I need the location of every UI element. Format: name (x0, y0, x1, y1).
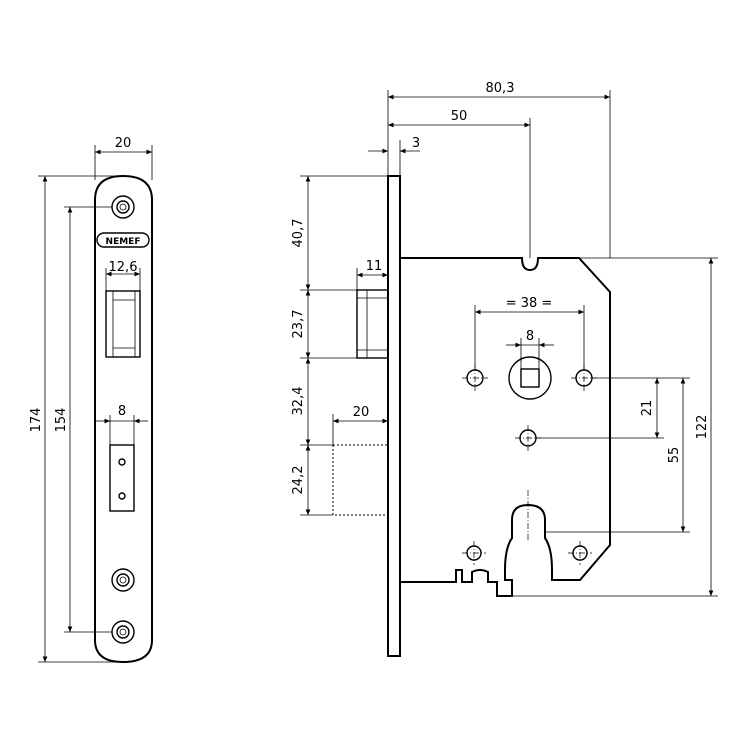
dim-top-to-latch-label: 40,7 (291, 219, 306, 248)
dim-total-height: 174 (29, 175, 118, 663)
dim-latch-to-bolt-label: 32,4 (291, 387, 306, 416)
faceplate-side (387, 175, 401, 657)
dim-case-height: 122 (512, 257, 718, 597)
bolt-opening (109, 444, 135, 512)
dim-handle-to-cylinder-label: 55 (667, 447, 682, 464)
dim-screw-spacing: 154 (54, 206, 112, 633)
dim-latch-height-label: 23,7 (291, 310, 306, 339)
dead-bolt-extended (332, 444, 389, 516)
lock-case-outline (400, 257, 611, 597)
dim-vertical-chain: 40,7 23,7 32,4 24,2 (291, 175, 388, 516)
latch-bolt (356, 289, 389, 359)
spindle-hub-icon (508, 356, 552, 400)
top-screw-icon (111, 195, 135, 219)
dim-handle-to-screw: 21 (536, 377, 664, 439)
dim-total-height-label: 174 (29, 408, 44, 433)
dim-total-depth: 80,3 (387, 81, 611, 258)
dim-latch-width: 12,6 (105, 260, 141, 291)
dim-latch-projection: 11 (356, 259, 388, 290)
dim-handle-to-screw-label: 21 (640, 400, 655, 417)
faceplate-outline (94, 174, 153, 664)
dim-faceplate-width: 20 (94, 136, 153, 180)
dim-screw-spacing-label: 154 (54, 408, 69, 433)
middle-screw-icon (111, 568, 135, 592)
center-lines (462, 365, 597, 565)
dim-backset-label: 50 (451, 109, 468, 124)
bottom-screw-icon (111, 620, 135, 644)
dim-handle-to-cylinder: 55 (545, 377, 690, 533)
side-view: 80,3 50 3 11 (291, 81, 718, 657)
brand-label: NEMEF (106, 237, 141, 247)
front-view: NEMEF 20 (29, 136, 153, 664)
dim-faceplate-thickness: 3 (368, 136, 420, 176)
dim-bolt-projection: 20 (332, 405, 389, 445)
dim-fixing-spacing: = 38 = (474, 296, 585, 370)
dim-faceplate-thickness-label: 3 (412, 136, 420, 151)
dim-bolt-height-label: 24,2 (291, 466, 306, 495)
dim-bolt-width: 8 (96, 404, 148, 445)
dim-bolt-projection-label: 20 (353, 405, 370, 420)
latch-opening (105, 290, 141, 358)
dim-case-height-label: 122 (695, 415, 710, 440)
dim-fixing-spacing-label: = 38 = (506, 296, 553, 311)
dim-bolt-width-label: 8 (118, 404, 126, 419)
dim-spindle-square: 8 (506, 329, 554, 369)
dim-backset: 50 (388, 109, 531, 258)
dim-total-depth-label: 80,3 (486, 81, 515, 96)
dim-latch-projection-label: 11 (366, 259, 383, 274)
dim-latch-width-label: 12,6 (109, 260, 138, 275)
dim-spindle-square-label: 8 (526, 329, 534, 344)
brand-badge (96, 232, 150, 248)
dim-faceplate-width-label: 20 (115, 136, 132, 151)
